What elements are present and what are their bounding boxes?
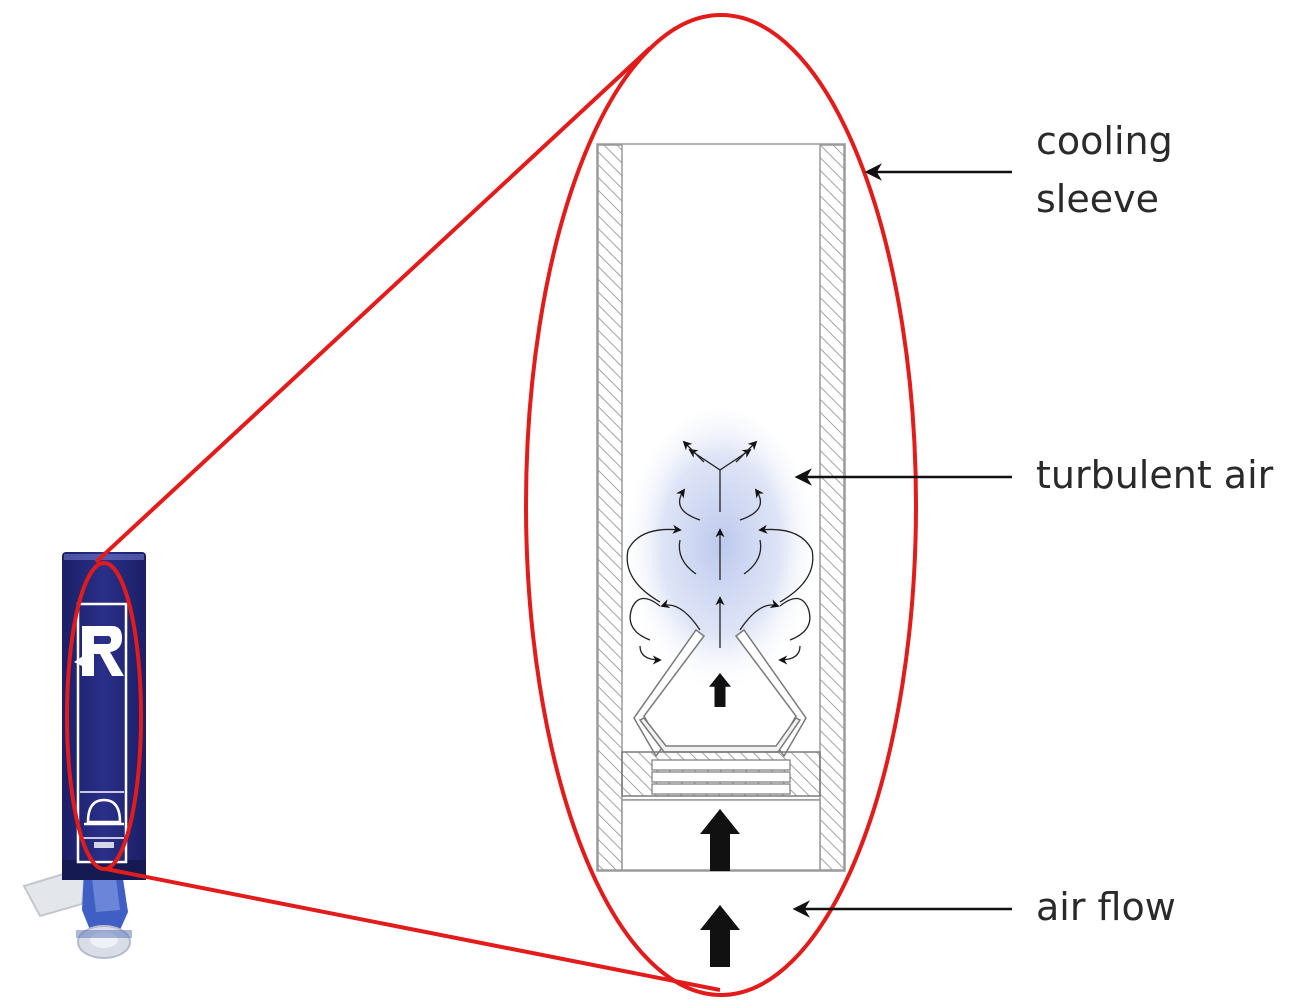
bell-icon	[84, 798, 124, 848]
device-highlight-ellipse	[65, 561, 143, 871]
turbulence-cloud	[621, 410, 821, 710]
sleeve-wall-left	[597, 144, 623, 871]
sleeve-wall-right	[819, 144, 845, 871]
label-turbulent-air: turbulent air	[1036, 453, 1274, 497]
turbulence-arrows	[626, 440, 814, 665]
zoom-line-top	[94, 46, 652, 564]
device-connector	[22, 870, 132, 959]
device-photo	[22, 552, 146, 959]
airflow-arrow-inlet	[700, 905, 740, 967]
device-logo	[74, 626, 124, 676]
cross-section	[596, 143, 846, 872]
zoom-line-bottom	[105, 867, 721, 992]
device-body	[62, 552, 146, 880]
leader-lines	[792, 163, 1012, 918]
nozzle-base	[621, 751, 821, 801]
zoom-highlight-ellipse	[524, 13, 918, 997]
label-cooling-sleeve: cooling sleeve	[1036, 119, 1173, 221]
label-air-flow: air flow	[1036, 885, 1176, 929]
